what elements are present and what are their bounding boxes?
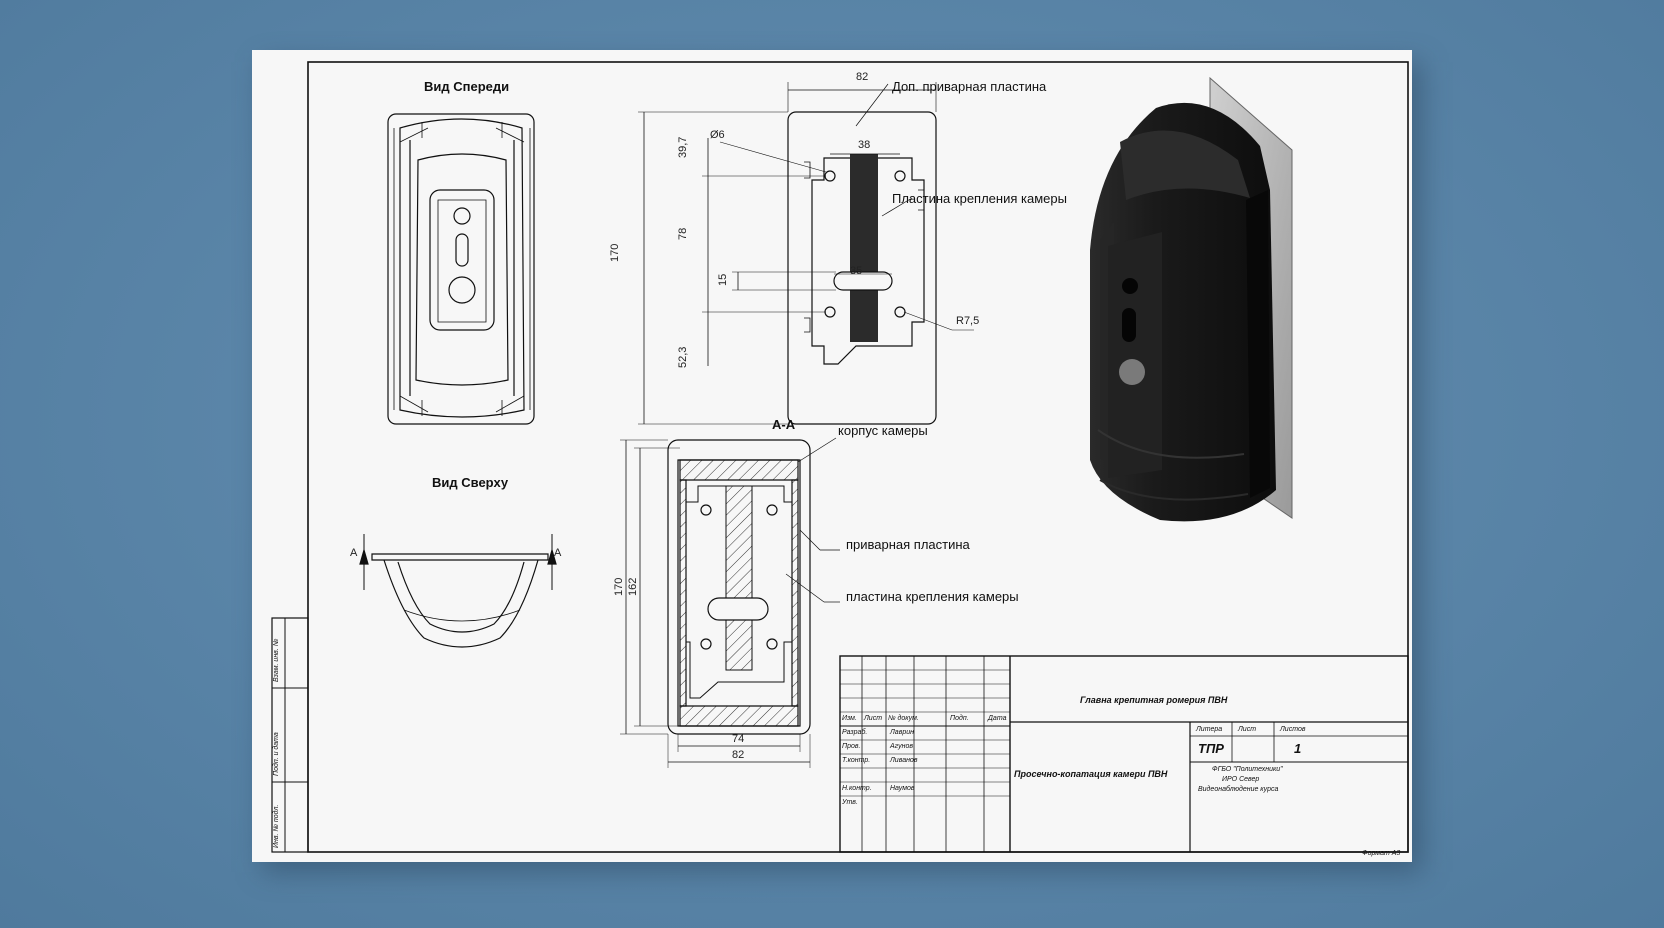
tb-letter: ТПР bbox=[1198, 741, 1224, 756]
section-view bbox=[620, 437, 840, 768]
dim-section-width-outer: 82 bbox=[732, 749, 745, 761]
dim-center-span: 78 bbox=[677, 227, 689, 240]
side-stamp-cell-2: Подп. и дата bbox=[273, 732, 280, 776]
dim-offset-bottom: 52,3 bbox=[677, 346, 689, 368]
tb-org-line-3: Видеонаблюдение курса bbox=[1198, 786, 1279, 793]
tb-header-sheets: Листов bbox=[1280, 726, 1306, 733]
front-view bbox=[387, 113, 535, 425]
dim-plate-width: 82 bbox=[856, 71, 869, 83]
drawing-sheet: Вид Спереди Вид Сверху А-А А А Доп. прив… bbox=[252, 50, 1412, 862]
dim-section-height-inner: 162 bbox=[627, 577, 639, 596]
side-stamp bbox=[271, 617, 309, 853]
dim-slot-height: 15 bbox=[717, 273, 729, 286]
tb-col-date: Дата bbox=[988, 715, 1007, 722]
side-stamp-cell-1: Взам. инв. № bbox=[273, 638, 280, 682]
tb-document-name: Просечно-копатация камери ПВН bbox=[1014, 769, 1168, 779]
tb-role-developer: Разраб. bbox=[842, 729, 868, 736]
tb-col-sheet: Лист bbox=[864, 715, 883, 722]
section-view-title: А-А bbox=[772, 417, 796, 432]
tb-header-sheet: Лист bbox=[1238, 726, 1257, 733]
callout-mount-plate-section: пластина крепления камеры bbox=[846, 589, 1019, 604]
plate-view bbox=[638, 82, 974, 425]
dim-radius: R7,5 bbox=[956, 315, 980, 327]
tb-drawing-title: Главна крепитная ромерия ПВН bbox=[1080, 695, 1228, 705]
dim-offset-top: 39,7 bbox=[677, 136, 689, 158]
callout-weld-plate: приварная пластина bbox=[846, 537, 970, 552]
tb-role-tech-control: Т.контр. bbox=[842, 757, 871, 764]
tb-role-checker: Пров. bbox=[842, 743, 861, 750]
tb-name-norm-control: Наумов bbox=[890, 785, 915, 792]
dim-hole-spacing: 38 bbox=[858, 139, 871, 151]
tb-col-change: Изм. bbox=[842, 715, 857, 722]
tb-org-line-1: ФГБО "Политехники" bbox=[1212, 766, 1283, 773]
callout-extra-weld-plate: Доп. приварная пластина bbox=[892, 79, 1047, 94]
side-stamp-cell-3: Инв. № подл. bbox=[273, 804, 280, 848]
tb-org-line-2: ИРО Север bbox=[1222, 776, 1260, 783]
title-block bbox=[839, 655, 1409, 853]
front-view-title: Вид Спереди bbox=[424, 79, 510, 94]
tb-header-letter: Литера bbox=[1196, 726, 1223, 733]
camera-3d-render bbox=[1090, 76, 1293, 522]
dim-total-height: 170 bbox=[609, 243, 621, 262]
section-marker-right: А bbox=[554, 547, 562, 559]
tb-name-tech-control: Ливанов bbox=[890, 757, 918, 764]
tb-format: Формат А3 bbox=[1362, 850, 1401, 857]
dim-slot-width: 35 bbox=[850, 265, 863, 277]
callout-camera-housing: корпус камеры bbox=[838, 423, 928, 438]
tb-name-developer: Лаврин bbox=[890, 729, 914, 736]
section-marker-left: А bbox=[350, 547, 358, 559]
tb-role-approved: Утв. bbox=[842, 799, 858, 806]
tb-name-checker: Агунов bbox=[890, 743, 914, 750]
dim-section-width-inner: 74 bbox=[732, 733, 745, 745]
top-view bbox=[359, 534, 557, 648]
dim-hole-diameter: Ø6 bbox=[710, 129, 725, 141]
tb-col-doc: № докум. bbox=[888, 715, 919, 722]
top-view-title: Вид Сверху bbox=[432, 475, 509, 490]
tb-sheets-total: 1 bbox=[1294, 741, 1302, 756]
dim-section-height-outer: 170 bbox=[613, 577, 625, 596]
tb-role-norm-control: Н.контр. bbox=[842, 785, 872, 792]
tb-col-sign: Подп. bbox=[950, 715, 969, 722]
drawing-canvas bbox=[271, 61, 1409, 853]
callout-mount-plate: Пластина крепления камеры bbox=[892, 191, 1067, 206]
